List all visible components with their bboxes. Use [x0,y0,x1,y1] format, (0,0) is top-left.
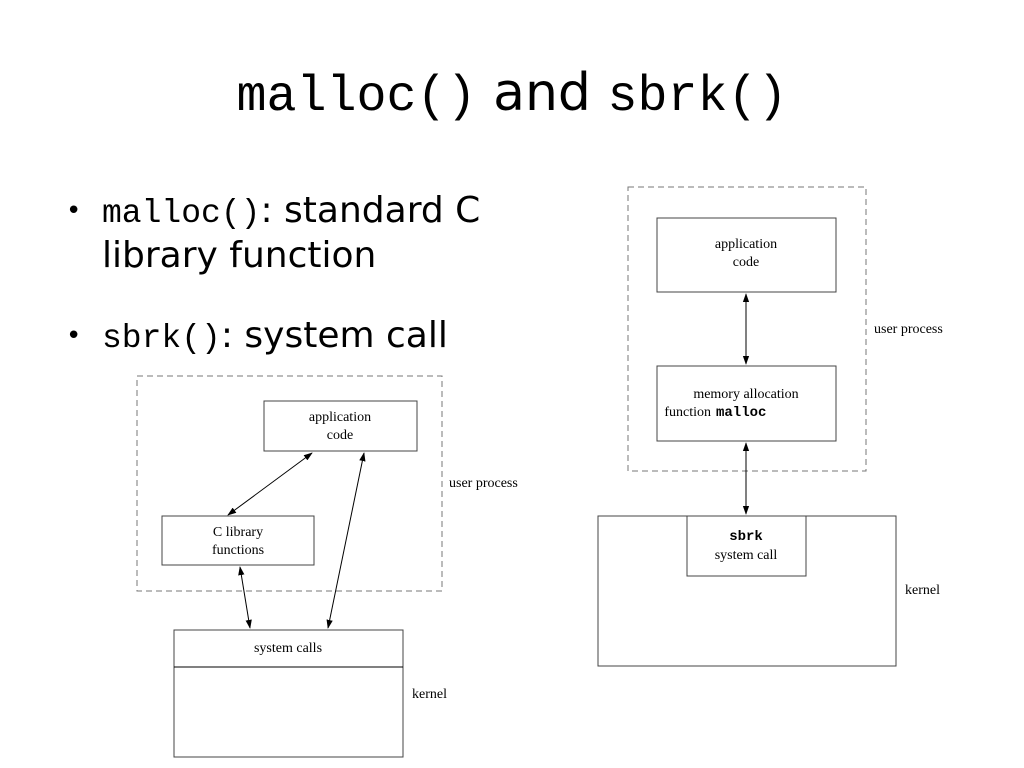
bullet-dot: • [66,321,82,351]
left-user-process-label: user process [449,476,518,491]
right-application-code-box [656,217,837,293]
right-sbrk-box [686,515,807,577]
left-arrow-clib-syscalls [238,566,252,629]
title-and: and [493,63,591,123]
title-malloc: malloc() [236,69,477,126]
slide-title: malloc() and sbrk() [0,58,1024,133]
bullet-separator: : [220,315,233,356]
left-application-code-line1: application [309,410,371,425]
left-arrow-app-syscalls [326,452,366,629]
bullet-dot: • [66,196,82,226]
right-sbrk-code: sbrk [729,529,763,545]
right-diagram: application code memory allocation funct… [597,186,943,667]
right-sbrk-text: system call [715,548,778,563]
right-malloc-line2-code: malloc [716,405,766,421]
left-c-library-line2: functions [212,543,264,558]
right-malloc-box [656,365,837,442]
right-application-code-line2: code [733,255,759,270]
left-diagram: application code C library functions sys… [136,375,518,758]
left-kernel-box [173,629,404,758]
left-c-library-box [161,515,315,566]
bullet-code: malloc() [102,195,261,232]
left-c-library-line1: C library [213,525,263,540]
bullet-text: system call [244,315,448,356]
left-application-code-line2: code [327,428,353,443]
left-arrow-app-clib [227,452,313,516]
right-malloc-line2-text: function [664,405,711,420]
left-kernel-label: kernel [412,687,447,702]
bullet-separator: : [260,190,273,231]
right-malloc-line1: memory allocation [693,387,798,402]
bullet-code: sbrk() [102,320,221,357]
title-sbrk: sbrk() [607,69,788,126]
right-user-process-label: user process [874,322,943,337]
bullet-body: malloc(): standard C library function [102,190,572,277]
bullet-body: sbrk(): system call [102,315,572,360]
left-user-process-region [136,375,443,592]
left-application-code-box [263,400,418,452]
right-application-code-line1: application [715,237,777,252]
bullet-text: standard C library function [102,190,481,276]
right-kernel-label: kernel [905,583,940,598]
left-system-calls-label: system calls [254,641,322,656]
